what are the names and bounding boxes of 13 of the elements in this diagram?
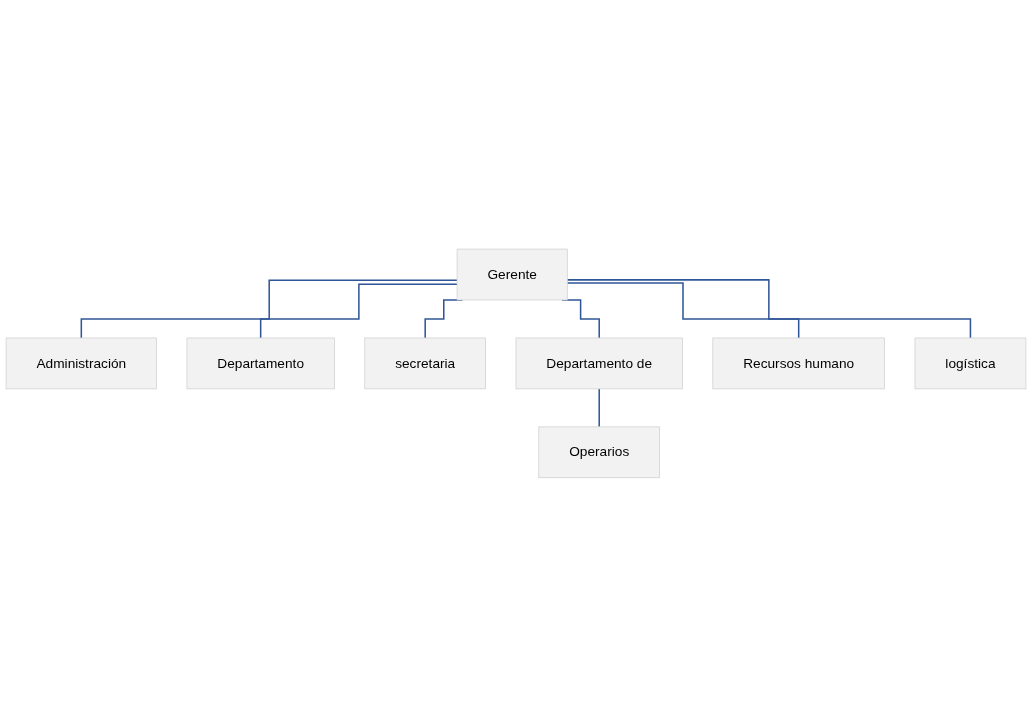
node-box: logística — [914, 337, 1027, 390]
node-box: Operarios — [538, 426, 660, 479]
node-box: Administración — [5, 337, 157, 390]
connector — [80, 279, 458, 339]
connector — [259, 283, 458, 339]
connector — [566, 279, 972, 339]
connector — [566, 282, 800, 339]
node-box: Departamento de — [515, 337, 683, 390]
node-box: Recursos humano — [712, 337, 885, 390]
connector — [598, 388, 600, 428]
node-box: secretaria — [364, 337, 486, 390]
node-box: Departamento — [186, 337, 335, 390]
node-box: Gerente — [456, 248, 568, 301]
